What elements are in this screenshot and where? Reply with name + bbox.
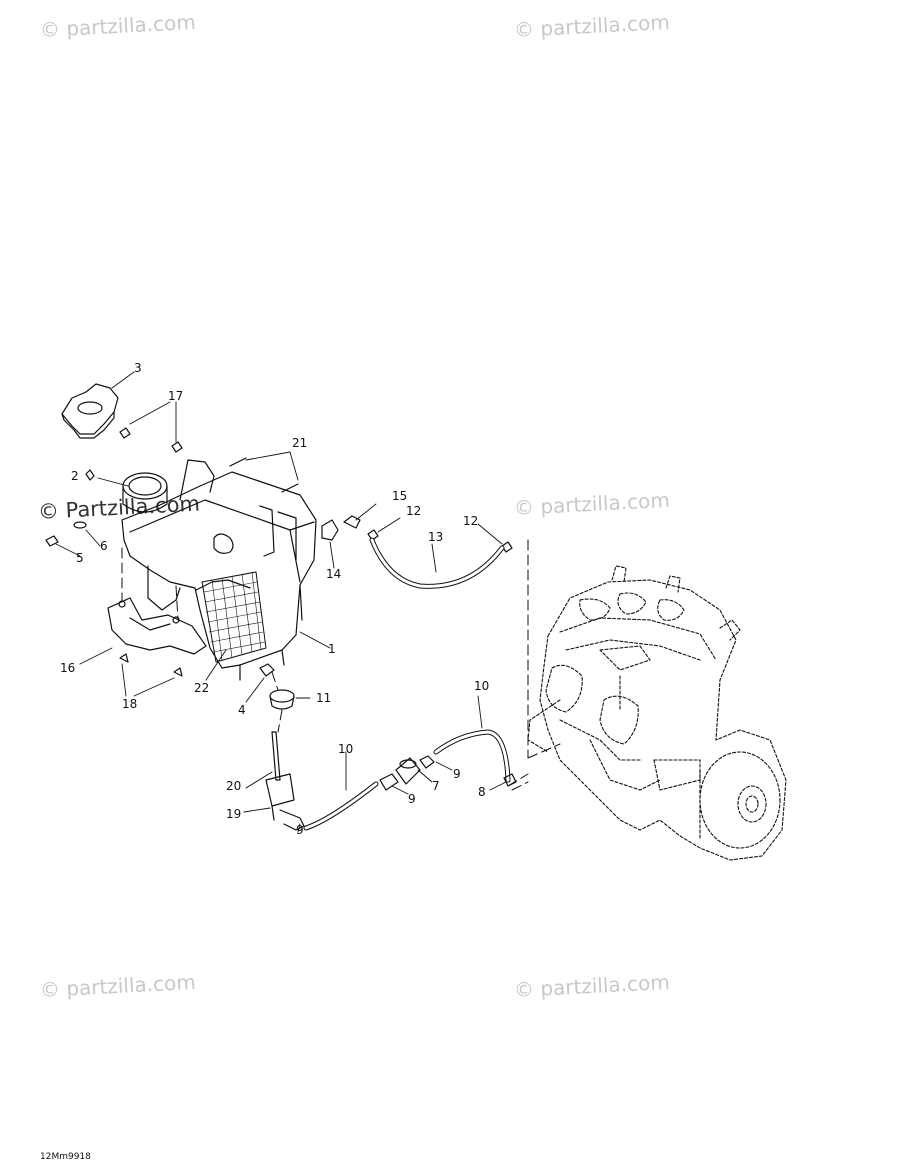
- hose-13: [369, 537, 505, 589]
- callout-21: 21: [292, 436, 308, 450]
- callout-5: 5: [76, 551, 84, 565]
- callout-3: 3: [134, 361, 142, 375]
- callout-14: 14: [326, 567, 342, 581]
- callout-6: 6: [100, 539, 108, 553]
- bracket: [107, 597, 207, 655]
- callout-1: 1: [328, 642, 336, 656]
- tank-neck: [122, 472, 168, 513]
- callout-10-upper: 10: [474, 679, 490, 693]
- fitting-8: [503, 773, 517, 787]
- callout-22: 22: [194, 681, 210, 695]
- callout-8: 8: [478, 785, 486, 799]
- fittings-upper: [321, 515, 513, 553]
- hardware: [45, 427, 275, 677]
- callout-9-pump-left: 9: [408, 792, 416, 806]
- callout-17: 18: [122, 697, 138, 711]
- grommet: [269, 689, 295, 710]
- callout-18: 17: [168, 389, 184, 403]
- tank-mesh: [201, 571, 267, 663]
- studs: [229, 457, 299, 493]
- callout-19: 19: [226, 807, 242, 821]
- callout-7: 7: [432, 779, 440, 793]
- callout-12-left: 12: [406, 504, 422, 518]
- engine: [527, 565, 787, 861]
- callout-11: 11: [316, 691, 332, 705]
- callout-2: 2: [71, 469, 79, 483]
- callout-4: 4: [238, 703, 246, 717]
- leader-lines: [55, 371, 507, 833]
- pickup-tube: [265, 731, 305, 831]
- callout-16: 16: [60, 661, 76, 675]
- oil-pump-filter: [379, 755, 435, 791]
- callout-13: 13: [428, 530, 444, 544]
- callout-12-right: 12: [463, 514, 479, 528]
- oil-tank: [121, 459, 317, 681]
- callout-15: 15: [392, 489, 408, 503]
- filler-cap: [61, 383, 119, 439]
- callout-9-filter: 9: [296, 823, 304, 837]
- routing-lines: [121, 539, 561, 791]
- callout-20: 20: [226, 779, 242, 793]
- callout-10-lower: 10: [338, 742, 354, 756]
- callout-9-pump-right: 9: [453, 767, 461, 781]
- diagram-reference-code: 12Mm9918: [40, 1152, 91, 1162]
